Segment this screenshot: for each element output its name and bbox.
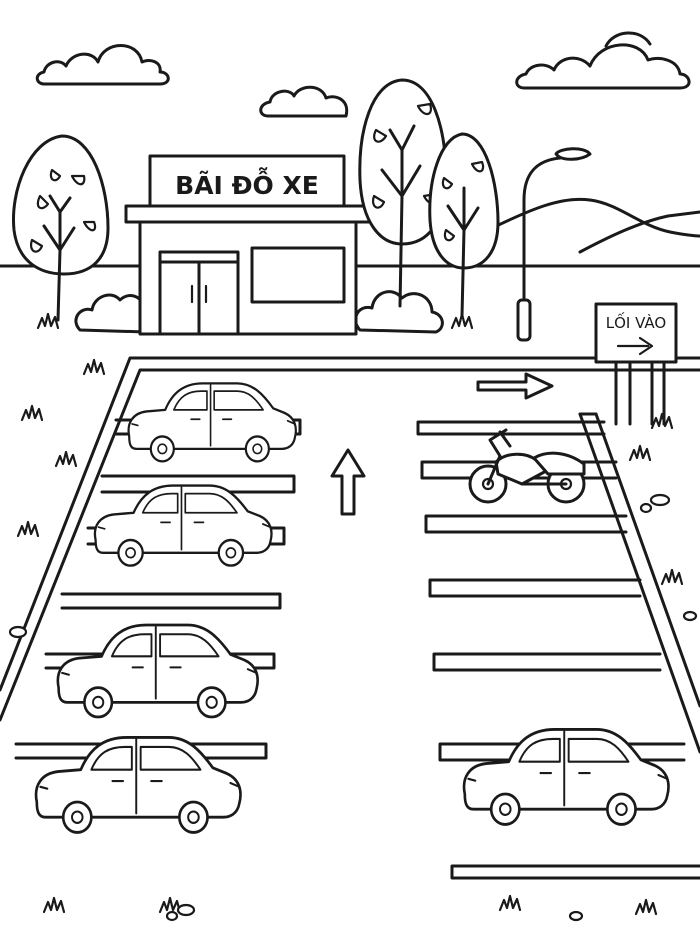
arrow-right — [476, 372, 554, 400]
arrow-up — [330, 448, 366, 516]
tree-right-tall — [358, 78, 448, 308]
grass-tuft — [20, 404, 44, 422]
grass-tuft — [450, 312, 474, 330]
left-parking-lines — [14, 418, 302, 760]
building-window — [250, 246, 346, 304]
cloud-right — [515, 31, 691, 90]
parking-building: BÃI ĐỖ XE — [124, 154, 372, 336]
cloud-middle — [259, 85, 349, 118]
entry-sign-text: LỐI VÀO — [606, 311, 666, 332]
grass-tuft — [82, 358, 106, 376]
street-lamp — [516, 147, 592, 342]
car-left-2 — [93, 484, 273, 567]
building-sign-text: BÃI ĐỖ XE — [175, 167, 319, 200]
grass-tuft — [36, 312, 60, 330]
building-sign-board — [148, 154, 346, 208]
grass-tuft — [498, 894, 522, 912]
grass-tuft — [650, 412, 674, 430]
tree-left — [11, 134, 110, 322]
hills — [486, 197, 700, 238]
car-left-1 — [127, 382, 298, 463]
grass-tuft — [54, 450, 78, 468]
grass-tuft — [660, 568, 684, 586]
grass-tuft — [16, 520, 40, 538]
entry-sign: LỐI VÀO — [594, 302, 678, 426]
tree-right-small — [428, 132, 500, 318]
grass-tuft — [634, 898, 658, 916]
entry-arrow-icon — [616, 336, 654, 356]
car-left-4 — [34, 735, 242, 834]
entry-sign-board — [594, 302, 678, 364]
bush-right — [354, 290, 444, 334]
grass-tuft — [628, 444, 652, 462]
car-left-3 — [56, 623, 260, 719]
pebbles — [8, 493, 698, 922]
cloud-left — [35, 44, 170, 86]
grass-tuft — [42, 896, 66, 914]
motorcycle — [468, 428, 586, 504]
